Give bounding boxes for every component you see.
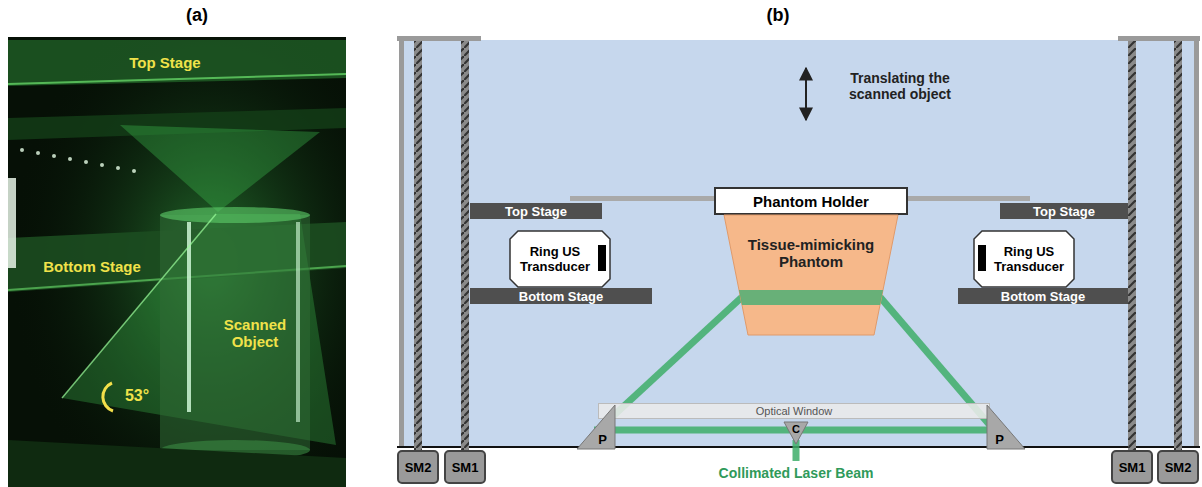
tank: [397, 36, 1200, 450]
tissue-phantom: Tissue-mimicking Phantom: [724, 215, 898, 335]
prism: P: [987, 405, 1025, 449]
prism-shape: [577, 405, 615, 449]
bottom-stage: Bottom Stage: [470, 288, 652, 304]
node-text: Ring US Transducer: [516, 244, 594, 274]
node-text: C: [792, 423, 800, 435]
motion-note: Translating the scanned object: [820, 70, 980, 102]
stepper-motor: SM1: [1111, 450, 1153, 484]
prism: P: [577, 405, 615, 449]
stepper-motor: SM1: [444, 450, 486, 484]
prism-shape: [987, 405, 1025, 449]
text-area: SM1: [446, 452, 484, 482]
node-text: Optical Window: [756, 405, 832, 417]
photo-label: Scanned Object: [212, 316, 298, 351]
node-text: Top Stage: [505, 204, 567, 219]
node-text: Phantom Holder: [753, 193, 869, 210]
ring-us-transducer: Ring US Transducer: [510, 231, 610, 287]
node-text: P: [995, 432, 1004, 447]
text-area: C: [784, 422, 808, 444]
text-area: SM2: [1159, 452, 1197, 482]
text-area: P: [577, 405, 615, 449]
node-text: Top Stage: [1033, 204, 1095, 219]
text-area: SM1: [1113, 452, 1151, 482]
phantom-holder: Phantom Holder: [714, 187, 908, 215]
text-area: SM2: [399, 452, 437, 482]
panel-label: (a): [172, 5, 222, 26]
translation-arrow: [805, 68, 807, 120]
top-stage: Top Stage: [470, 203, 602, 219]
node-text: Bottom Stage: [519, 289, 604, 304]
beam-label: Collimated Laser Beam: [690, 465, 902, 481]
node-text: SM2: [1165, 460, 1192, 475]
text-area: Optical Window: [599, 404, 989, 418]
text-area: Bottom Stage: [958, 288, 1128, 304]
panel-label: (b): [753, 5, 803, 26]
node-text: P: [598, 432, 607, 447]
node-text: SM2: [405, 460, 432, 475]
tissue-phantom-shape: [724, 215, 898, 335]
text-area: P: [987, 405, 1025, 449]
photo-label: Top Stage: [100, 54, 230, 71]
node-text: SM1: [452, 460, 479, 475]
angle-label: 53°: [117, 387, 157, 405]
stepper-motor: SM2: [397, 450, 439, 484]
text-area: Ring US Transducer: [974, 231, 1074, 287]
text-area: Ring US Transducer: [510, 231, 610, 287]
setup-photo: [8, 37, 346, 487]
node-text: SM1: [1119, 460, 1146, 475]
ring-us-transducer: Ring US Transducer: [974, 231, 1074, 287]
text-area: Top Stage: [1000, 203, 1128, 219]
stepper-motor: SM2: [1157, 450, 1199, 484]
photo-label: Bottom Stage: [22, 258, 162, 275]
text-area: Tissue-mimicking Phantom: [724, 215, 898, 335]
top-stage: Top Stage: [1000, 203, 1128, 219]
node-text: Tissue-mimicking Phantom: [746, 236, 876, 270]
bottom-stage: Bottom Stage: [958, 288, 1128, 304]
beam-splitter: C: [784, 422, 808, 444]
text-area: Top Stage: [470, 203, 602, 219]
node-text: Bottom Stage: [1001, 289, 1086, 304]
text-area: Phantom Holder: [716, 189, 906, 213]
text-area: Bottom Stage: [470, 288, 652, 304]
node-text: Ring US Transducer: [990, 244, 1068, 274]
optical-window: Optical Window: [598, 403, 990, 419]
